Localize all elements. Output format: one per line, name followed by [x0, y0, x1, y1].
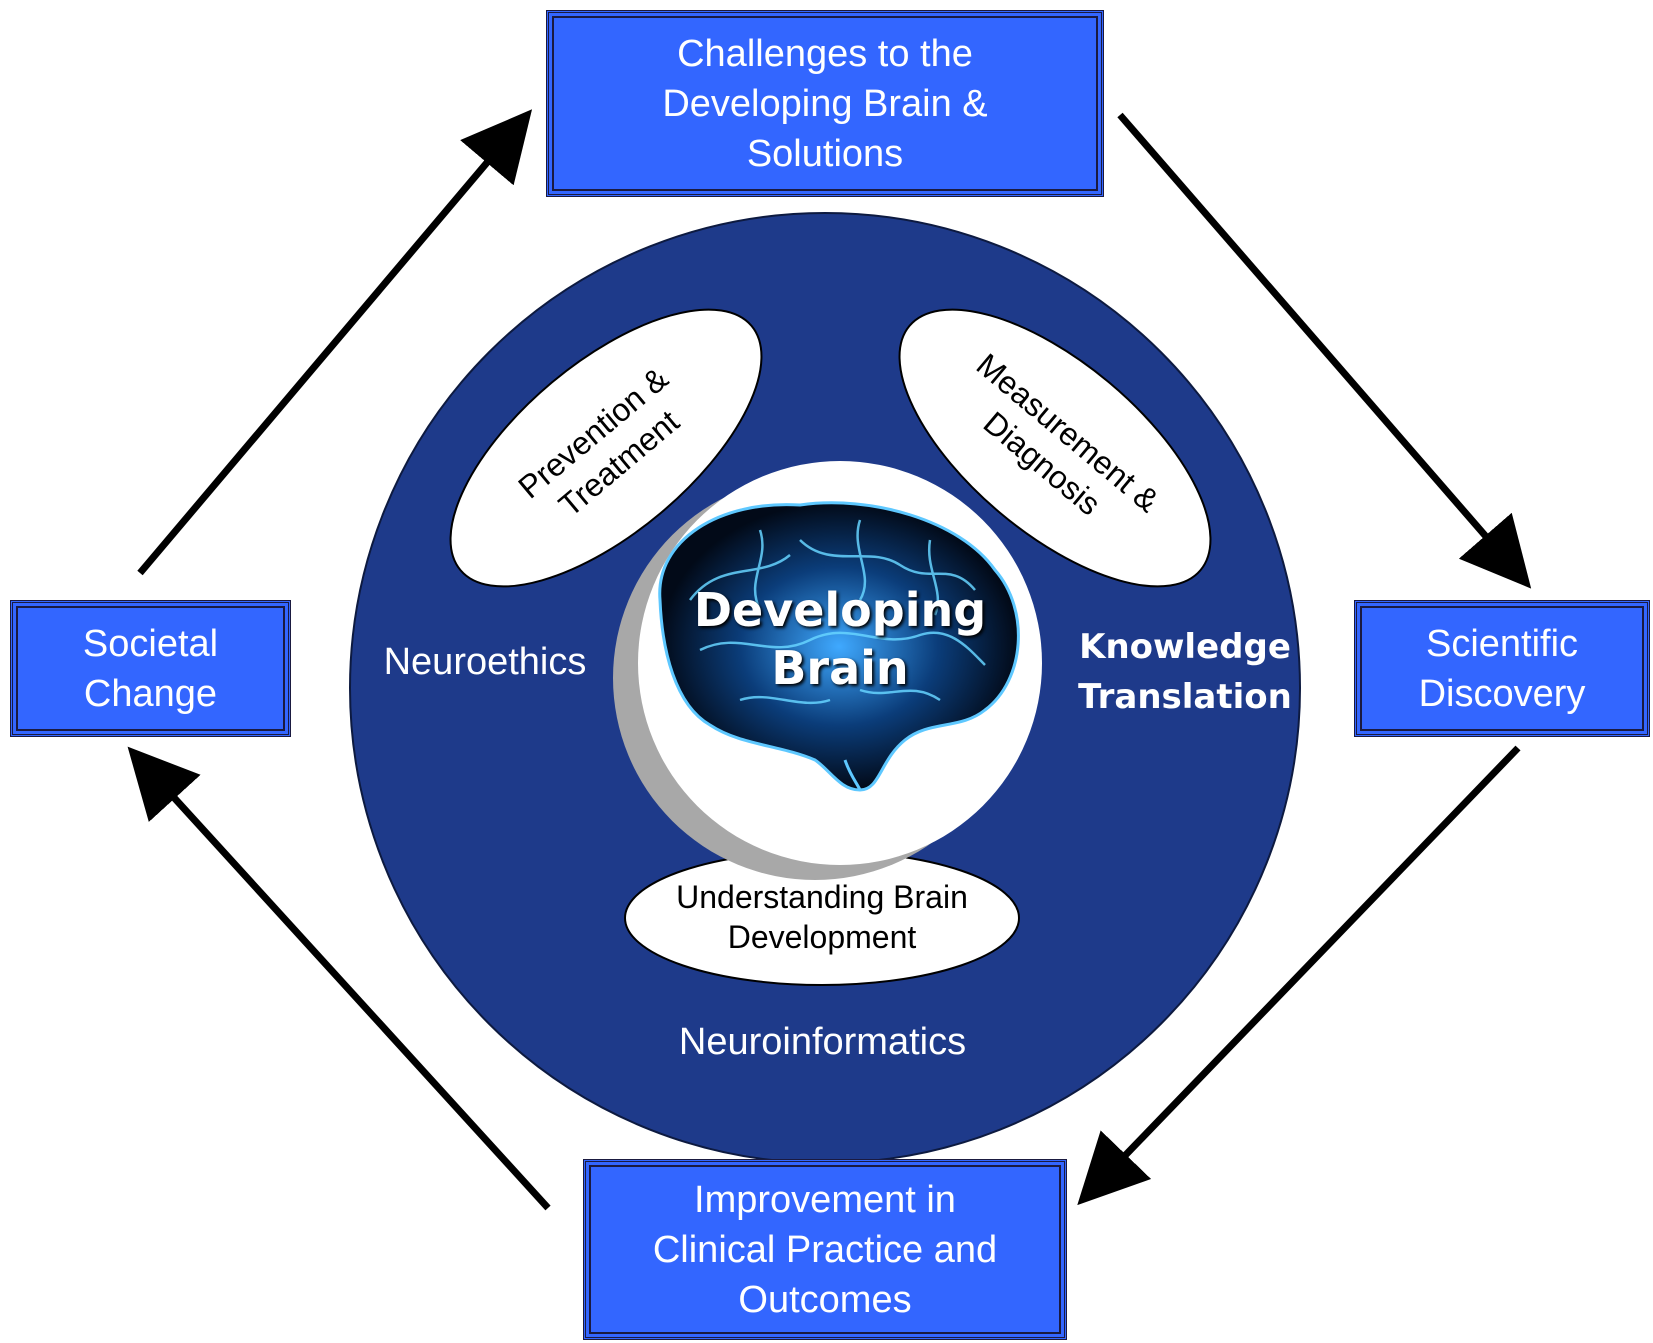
oval-prevention-treatment [449, 308, 763, 588]
label-neuroethics: Neuroethics [383, 641, 587, 683]
oval-measurement-diagnosis [898, 308, 1212, 588]
label-knowledge-translation: Knowledge Translation [1078, 627, 1292, 717]
box-scientific-discovery: Scientific Discovery [1354, 600, 1650, 737]
center-title: Developing Brain [693, 583, 987, 695]
box-clinical-improvement: Improvement in Clinical Practice and Out… [583, 1159, 1067, 1340]
oval-text-understanding-development: Understanding Brain Development [676, 879, 968, 955]
box-scientific-discovery-text: Scientific Discovery [1418, 622, 1586, 715]
box-clinical-improvement-text: Improvement in Clinical Practice and Out… [652, 1178, 998, 1321]
box-societal-change-text: Societal Change [82, 622, 219, 715]
arrow-top-to-right [1117, 112, 1532, 589]
box-societal-change: Societal Change [10, 600, 291, 737]
arrow-bottom-to-left [127, 746, 551, 1211]
box-challenges: Challenges to the Developing Brain & Sol… [546, 10, 1104, 197]
brain-icon [658, 501, 1020, 792]
box-challenges-text: Challenges to the Developing Brain & Sol… [662, 32, 988, 175]
arrow-right-to-bottom [1077, 745, 1521, 1206]
label-neuroinformatics: Neuroinformatics [678, 1021, 967, 1063]
arrow-left-to-top [137, 109, 533, 576]
